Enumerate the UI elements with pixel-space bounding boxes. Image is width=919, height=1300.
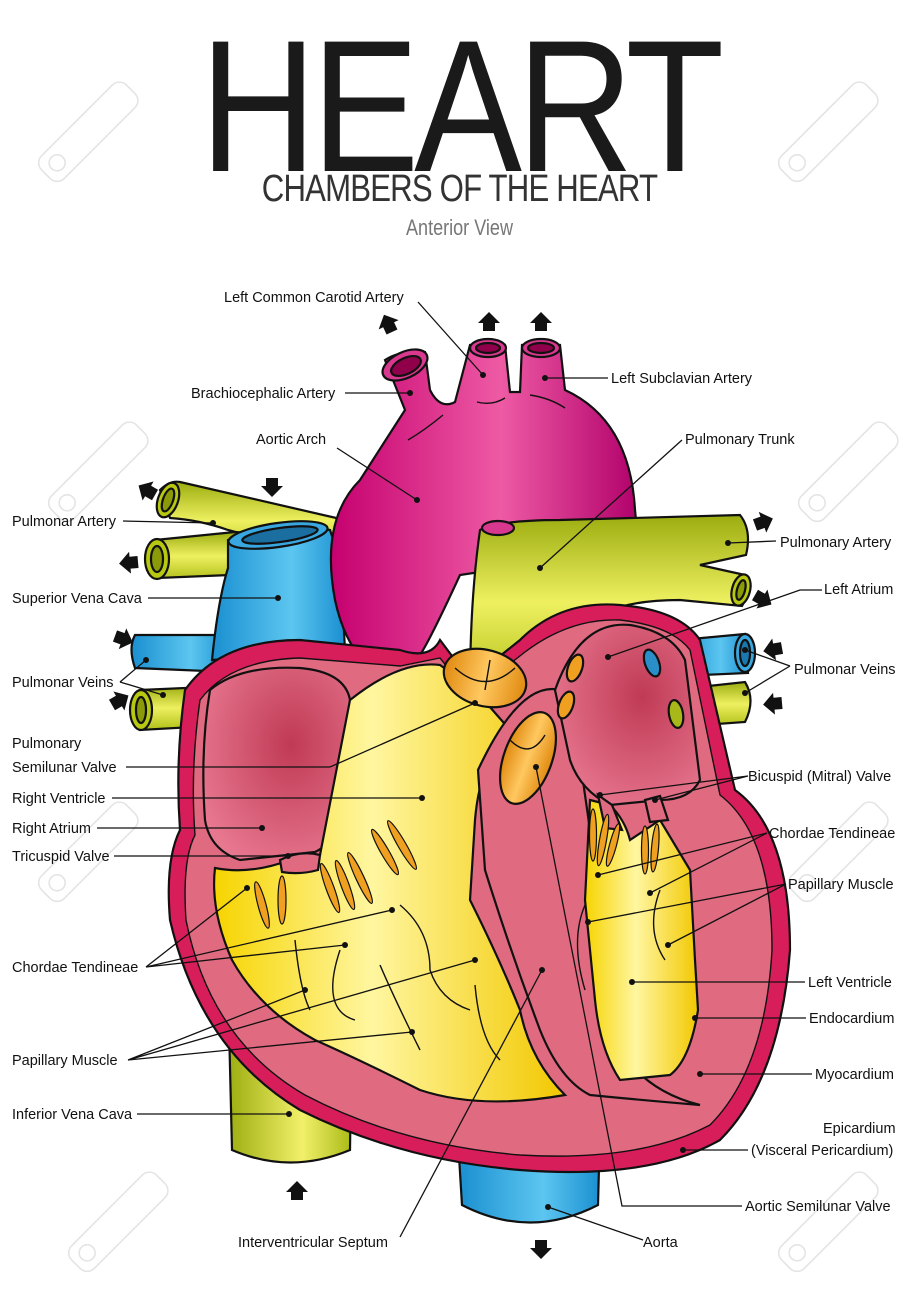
watermark-logo — [47, 421, 149, 523]
label-interventricular-septum: Interventricular Septum — [238, 1235, 388, 1251]
vessel-lumen — [160, 487, 176, 513]
label-pulmonar-veins-left: Pulmonar Veins — [12, 675, 114, 691]
watermark-logo — [37, 801, 139, 903]
valve-cusps — [509, 734, 546, 750]
label-pulmonar-veins-right: Pulmonar Veins — [794, 662, 896, 678]
labels: Left Common Carotid Artery Brachiocephal… — [12, 290, 896, 1251]
arrow-out-icon — [138, 481, 158, 501]
label-tricuspid-valve: Tricuspid Valve — [12, 849, 110, 865]
leader-lines — [97, 301, 822, 1241]
arrow-in-icon — [763, 692, 783, 715]
label-left-ventricle: Left Ventricle — [808, 975, 892, 991]
label-brachiocephalic-artery: Brachiocephalic Artery — [191, 386, 336, 402]
label-chordae-tendineae-right: Chordae Tendineae — [769, 826, 895, 842]
label-endocardium: Endocardium — [809, 1011, 894, 1027]
vessel-lumen — [526, 341, 556, 355]
label-pulmonar-artery-left: Pulmonar Artery — [12, 514, 117, 530]
label-left-subclavian-artery: Left Subclavian Artery — [611, 371, 753, 387]
poster-title: HEART — [199, 1, 724, 211]
pulmonary-vein-opening-orange — [565, 653, 585, 683]
pulmonary-vein-opening-green — [667, 699, 685, 729]
label-aortic-semilunar-valve: Aortic Semilunar Valve — [745, 1199, 891, 1215]
label-bicuspid-valve: Bicuspid (Mitral) Valve — [748, 769, 891, 785]
left-ventricle — [583, 798, 700, 1082]
label-pulmonary-trunk: Pulmonary Trunk — [685, 432, 795, 448]
arrow-up-icon — [286, 1181, 308, 1200]
watermark-logo — [777, 81, 879, 183]
poster-view-caption: Anterior View — [406, 215, 513, 240]
aortic-crease — [407, 414, 444, 441]
label-visceral-pericardium: (Visceral Pericardium) — [751, 1143, 893, 1159]
aorta-behind-trunk — [480, 519, 516, 537]
label-aortic-arch: Aortic Arch — [256, 432, 326, 448]
vessel-lumen — [134, 695, 148, 725]
label-superior-vena-cava: Superior Vena Cava — [12, 591, 143, 607]
tricuspid-valve — [278, 852, 322, 875]
label-pulmonary-artery: Pulmonary Artery — [780, 535, 892, 551]
left-atrium — [553, 623, 702, 807]
arrow-down-icon — [530, 1240, 552, 1259]
valve-cusps — [454, 659, 516, 691]
vessel-lumen — [241, 525, 319, 545]
right-chordae — [254, 820, 418, 929]
label-pulmonary-semilunar-valve-2: Semilunar Valve — [12, 760, 117, 776]
arrow-up-icon — [378, 314, 399, 335]
vessel-lumen — [474, 341, 502, 355]
label-pulmonary-semilunar-valve-1: Pulmonary — [12, 736, 82, 752]
label-left-common-carotid-artery: Left Common Carotid Artery — [224, 290, 404, 306]
flow-arrows — [109, 312, 784, 1259]
arrow-up-icon — [530, 312, 552, 331]
label-inferior-vena-cava: Inferior Vena Cava — [12, 1107, 133, 1123]
label-chordae-tendineae-left: Chordae Tendineae — [12, 960, 138, 976]
label-right-ventricle: Right Ventricle — [12, 791, 106, 807]
label-papillary-muscle-right: Papillary Muscle — [788, 877, 894, 893]
label-myocardium: Myocardium — [815, 1067, 894, 1083]
arrow-out-icon — [119, 551, 139, 574]
arrow-out-icon — [752, 511, 773, 533]
aortic-crease — [476, 397, 506, 405]
vessel-lumen — [735, 579, 747, 601]
pulmonary-vein-opening-blue — [642, 648, 662, 678]
pulmonary-vein-opening-orange — [556, 690, 576, 720]
left-chordae — [588, 808, 660, 875]
watermark-logo — [797, 421, 899, 523]
watermark-logo — [787, 801, 889, 903]
vessel-lumen — [149, 544, 165, 574]
arrow-down-icon — [261, 478, 283, 497]
label-aorta: Aorta — [643, 1235, 679, 1251]
arrow-in-icon — [109, 691, 129, 711]
vessel-lumen — [390, 354, 422, 378]
arrow-in-icon — [112, 628, 133, 650]
arrow-out-icon — [752, 589, 772, 609]
aortic-crease — [529, 394, 566, 409]
label-left-atrium: Left Atrium — [824, 582, 893, 598]
label-right-atrium: Right Atrium — [12, 821, 91, 837]
pulmonary-semilunar-valve — [442, 647, 528, 709]
watermark-logo — [67, 1171, 169, 1273]
watermark-logo — [37, 81, 139, 183]
watermark-group — [37, 81, 899, 1273]
label-epicardium: Epicardium — [823, 1121, 896, 1137]
arrow-up-icon — [478, 312, 500, 331]
aortic-semilunar-valve — [499, 711, 557, 805]
poster-subtitle: CHAMBERS OF THE HEART — [261, 168, 658, 210]
arrow-in-icon — [763, 638, 784, 661]
label-papillary-muscle-left: Papillary Muscle — [12, 1053, 118, 1069]
watermark-logo — [777, 1171, 879, 1273]
